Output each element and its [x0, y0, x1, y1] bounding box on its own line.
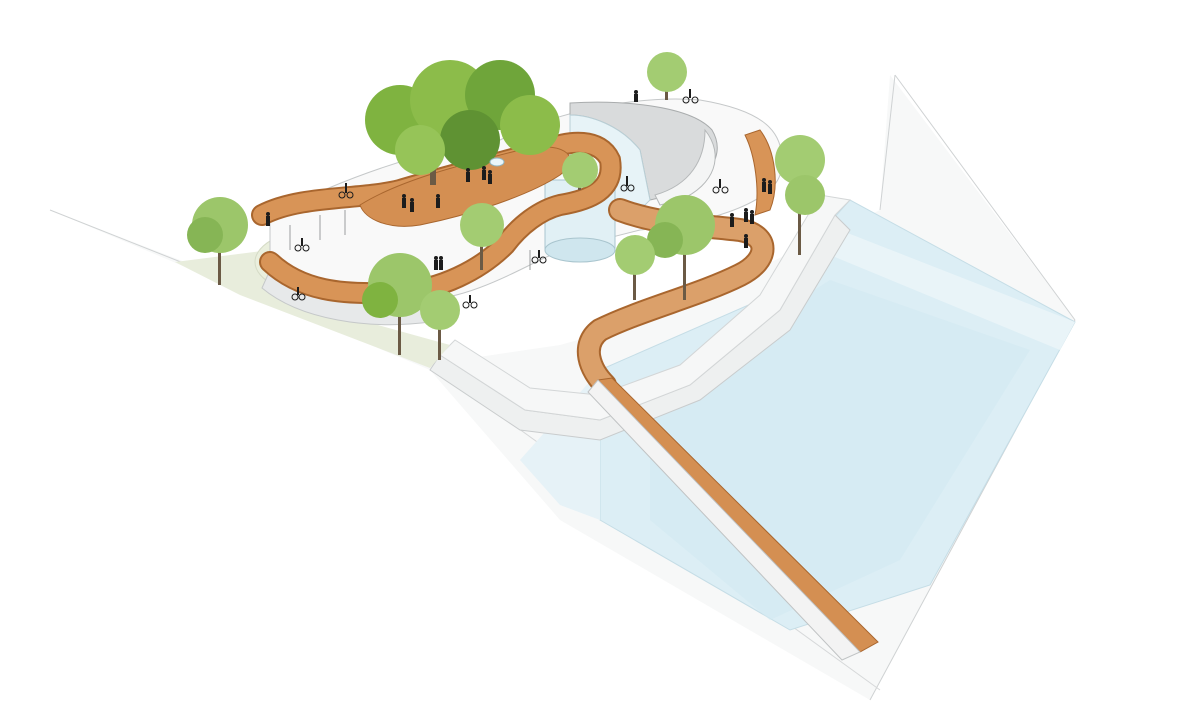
cyclist-icon: [291, 287, 306, 301]
cyclist-icon: [294, 238, 310, 252]
people: [266, 89, 772, 309]
tree-icon: [362, 253, 432, 355]
tree-icon: [187, 197, 248, 285]
pedestrian-icon: [762, 178, 766, 192]
pedestrian-icon: [634, 90, 638, 102]
tree-icon: [460, 203, 504, 270]
skylight: [489, 157, 505, 167]
tree-icon: [647, 52, 687, 100]
pedestrian-icon: [434, 256, 438, 270]
cyclist-icon: [531, 250, 547, 264]
pillars: [289, 210, 531, 270]
pedestrian-icon: [750, 210, 754, 224]
pedestrian-icon: [402, 194, 406, 208]
pedestrian-icon: [730, 213, 734, 227]
pedestrian-icon: [768, 180, 772, 194]
pedestrian-icon: [744, 234, 748, 248]
tree-icon: [562, 152, 598, 190]
tree-icon: [365, 60, 560, 185]
pedestrian-icon: [439, 256, 443, 270]
pedestrian-icon: [488, 170, 492, 184]
trees: [187, 52, 825, 360]
cyclist-icon: [712, 179, 729, 194]
tree-icon: [420, 290, 460, 360]
pedestrian-icon: [266, 212, 270, 226]
tree-icon: [775, 135, 825, 255]
tree-icon: [647, 195, 715, 300]
pedestrian-icon: [466, 168, 470, 182]
pedestrian-icon: [482, 166, 486, 180]
cyclist-icon: [682, 89, 699, 104]
tree-icon: [615, 235, 655, 300]
pedestrian-icon: [410, 198, 414, 212]
cyclist-icon: [338, 183, 354, 199]
pedestrian-icon: [744, 208, 748, 222]
pedestrian-icon: [436, 194, 440, 208]
cyclist-icon: [620, 176, 635, 192]
cyclist-icon: [462, 295, 478, 309]
